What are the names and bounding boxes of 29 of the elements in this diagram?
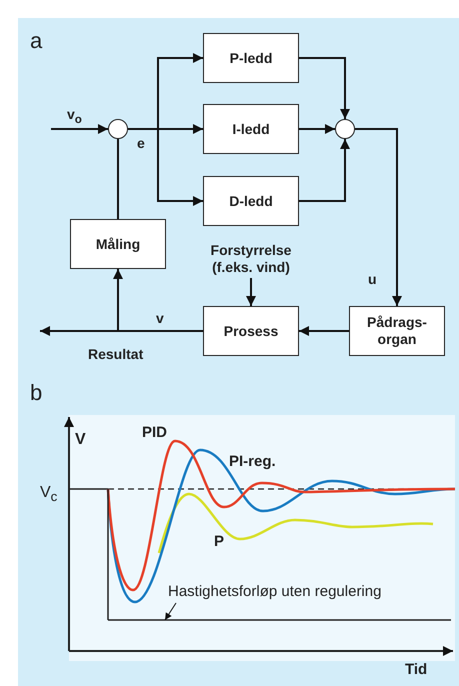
output-label: Resultat — [88, 345, 144, 363]
arrow — [128, 128, 203, 206]
arrow — [113, 269, 203, 332]
arrow — [51, 124, 108, 134]
curve-label: PID — [142, 423, 168, 442]
panel-letter: a — [30, 28, 42, 54]
process-box: Pådrags-organ — [349, 306, 445, 356]
process-box: P-ledd — [203, 33, 299, 83]
process-box: Prosess — [203, 306, 299, 356]
curve-label: P — [214, 532, 224, 551]
axis-label: Tid — [405, 660, 428, 679]
connector-line — [117, 139, 119, 219]
response-line — [108, 619, 451, 621]
curve-label: Hastighetsforløp uten regulering — [168, 582, 450, 602]
process-box: Måling — [70, 219, 166, 269]
arrow — [299, 139, 350, 202]
arrow — [355, 128, 402, 306]
arrow — [299, 326, 349, 336]
axis-label: V — [75, 430, 86, 450]
curve-label: PI-reg. — [229, 452, 276, 471]
arrow — [299, 57, 350, 119]
setpoint-label: V$_{c}$ — [40, 483, 58, 506]
process-box: D-ledd — [203, 176, 299, 226]
node-label: Forstyrrelse (f.eks. vind) — [193, 240, 309, 278]
leader-line — [164, 602, 176, 620]
arrow — [299, 124, 335, 134]
panel-letter: b — [30, 380, 42, 406]
process-box: I-ledd — [203, 104, 299, 154]
arrow — [246, 278, 256, 306]
